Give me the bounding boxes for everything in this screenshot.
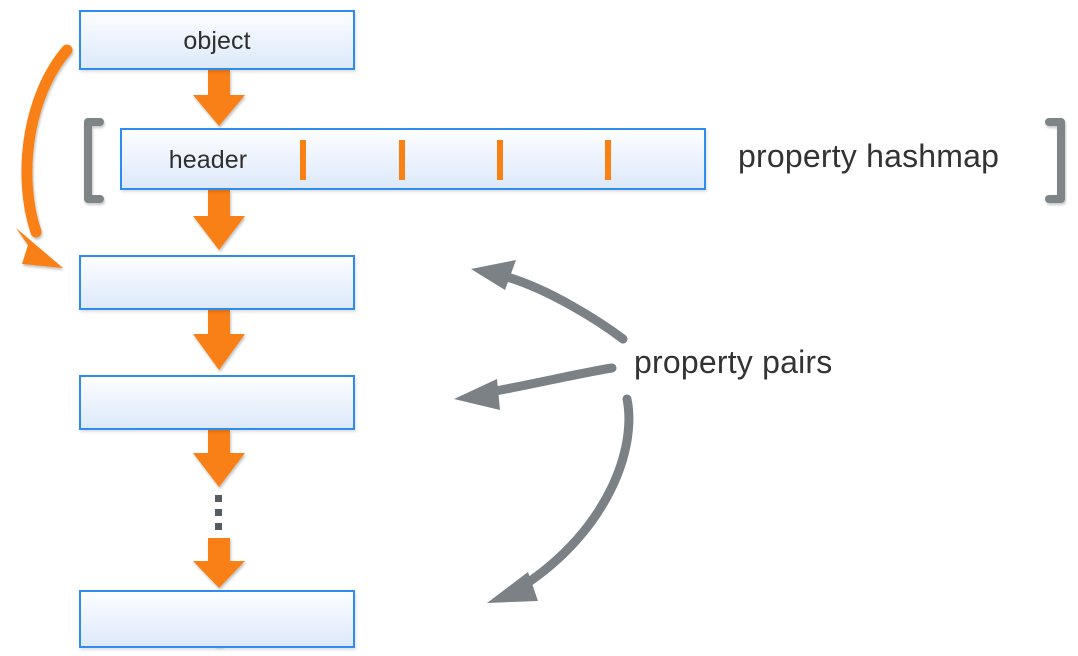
arrow-ellipsis-to-last-pair <box>193 538 245 588</box>
property-hashmap-label: property hashmap <box>738 138 1000 174</box>
property-pairs-label: property pairs <box>634 344 833 380</box>
property-pair-box-1[interactable] <box>79 255 355 310</box>
property-pair-box-last[interactable] <box>79 590 355 648</box>
vertical-ellipsis <box>215 495 222 530</box>
object-box-label: object <box>183 27 251 55</box>
arrow-pair2-to-ellipsis <box>193 430 245 487</box>
hashmap-slot-tick <box>605 140 611 180</box>
hashmap-slot-ticks <box>300 140 611 180</box>
arrow-hashmap-to-pair1 <box>193 190 245 250</box>
bracket-open-icon <box>84 118 104 203</box>
arrow-pair1-to-pair2 <box>193 310 245 370</box>
property-pairs-arrow-upper <box>471 260 628 344</box>
bracket-close-icon <box>1045 118 1065 203</box>
header-label: header <box>168 146 248 174</box>
object-box[interactable] <box>79 10 355 70</box>
curved-arrow-object-to-pairs <box>16 44 73 268</box>
arrow-object-to-hashmap <box>193 70 245 126</box>
hashmap-slot-tick <box>300 140 306 180</box>
hashmap-slot-tick <box>497 140 503 180</box>
hashmap-slot-tick <box>399 140 405 180</box>
property-pair-box-2[interactable] <box>79 375 355 430</box>
property-pairs-arrow-middle <box>454 363 617 410</box>
property-pairs-arrow-lower <box>487 394 634 603</box>
